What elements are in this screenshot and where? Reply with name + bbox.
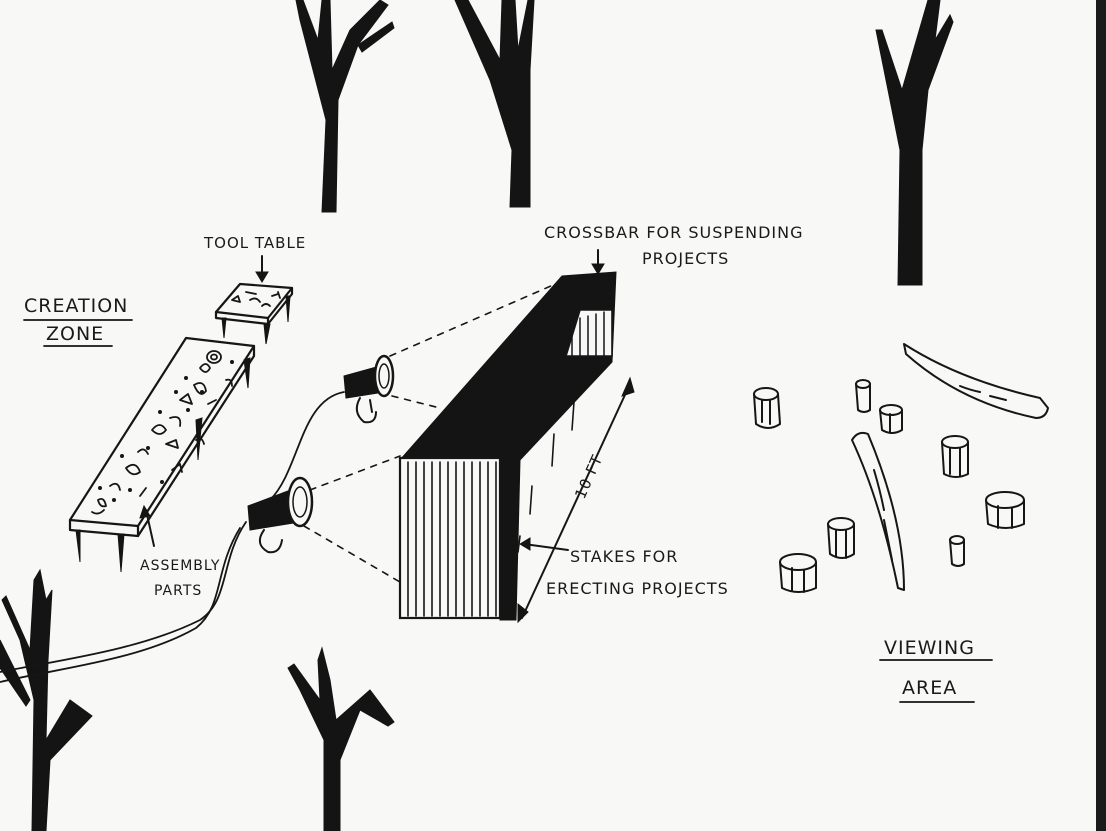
label-assembly-parts: ASSEMBLY PARTS: [140, 558, 220, 599]
stakes-line-1: STAKES FOR: [570, 547, 678, 566]
viewing-area-line-1: VIEWING: [884, 637, 975, 659]
tree-bottom-left: [0, 568, 93, 831]
stump-7: [949, 535, 965, 567]
stakes-arrow: [519, 537, 569, 551]
label-tool-table: TOOL TABLE: [203, 234, 306, 252]
fallen-log-lower: [851, 431, 905, 591]
stump-6: [827, 517, 855, 559]
stump-4: [941, 435, 969, 478]
label-stakes: STAKES FOR ERECTING PROJECTS: [546, 547, 729, 598]
creation-zone-line-2: ZONE: [46, 323, 104, 345]
tree-bottom-center: [287, 646, 395, 831]
stump-3: [879, 404, 903, 434]
spotlight-lower: [247, 476, 314, 554]
crossbar-line-2: PROJECTS: [642, 249, 729, 268]
assembly-table: [68, 336, 256, 573]
stump-2: [855, 379, 871, 413]
fallen-log-upper: [903, 343, 1049, 419]
crossbar-arrow: [591, 249, 605, 275]
assembly-parts-line-1: ASSEMBLY: [140, 558, 220, 574]
stakes-line-2: ERECTING PROJECTS: [546, 579, 729, 598]
label-viewing-area: VIEWING AREA: [879, 637, 993, 703]
crossbar-line-1: CROSSBAR FOR SUSPENDING: [544, 223, 803, 242]
tool-table-arrow: [255, 255, 269, 283]
stump-5: [985, 491, 1025, 529]
tree-top-center: [454, 0, 535, 208]
viewing-area-line-2: AREA: [902, 677, 957, 699]
spotlight-upper: [343, 354, 395, 424]
power-cables: [0, 391, 345, 683]
creation-zone-line-1: CREATION: [24, 295, 128, 317]
tree-top-left: [295, 0, 395, 213]
crossbar-structure: [398, 271, 617, 621]
height-dimension-arrow: [517, 376, 635, 624]
tree-stumps: [753, 379, 1025, 593]
assembly-parts-line-2: PARTS: [154, 583, 202, 599]
assembly-parts-arrow: [139, 504, 155, 547]
tool-table: [214, 282, 294, 345]
label-creation-zone: CREATION ZONE: [23, 295, 133, 347]
stump-1: [753, 387, 781, 429]
light-beams: [303, 281, 561, 583]
stump-8: [779, 553, 817, 593]
scan-edge: [1096, 0, 1106, 831]
tree-top-right: [875, 0, 954, 286]
label-height: 10 FT: [571, 452, 606, 502]
label-crossbar: CROSSBAR FOR SUSPENDING PROJECTS: [544, 223, 803, 268]
